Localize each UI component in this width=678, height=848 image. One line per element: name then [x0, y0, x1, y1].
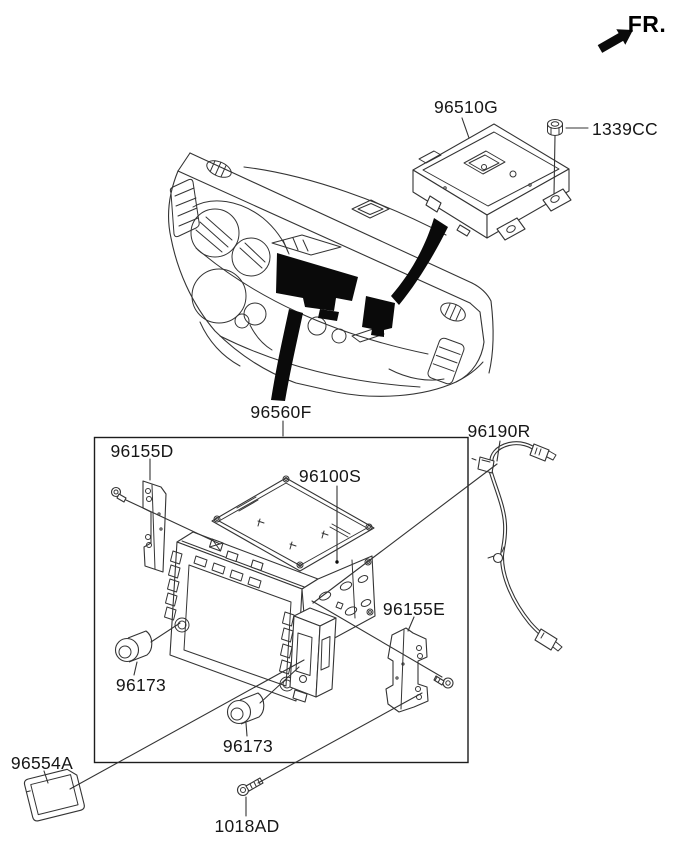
knob-left-drawing: [114, 630, 153, 663]
fr-direction-label: FR.: [627, 11, 667, 37]
knob-bottom-drawing: [226, 692, 265, 725]
nut-drawing: [546, 118, 564, 136]
screw-1018AD-drawing: [236, 777, 264, 797]
sd-card-drawing: [23, 768, 85, 822]
sub-module: [289, 607, 337, 703]
fr-direction-arrow-icon: [597, 29, 633, 53]
leader-lines: [43, 117, 589, 817]
part-label-96173-left: 96173: [115, 675, 167, 695]
part-label-96560F: 96560F: [250, 402, 312, 422]
parts-box-frame: [93, 436, 469, 764]
dashboard-sketch: [168, 152, 494, 397]
top-cover-drawing: [211, 475, 375, 572]
part-label-96155D: 96155D: [110, 441, 174, 461]
part-label-96190R: 96190R: [467, 421, 531, 441]
part-label-1339CC: 1339CC: [591, 119, 659, 139]
part-label-96510G: 96510G: [433, 97, 499, 117]
callout-arrows: [271, 218, 448, 401]
part-label-1018AD: 1018AD: [214, 816, 280, 836]
bracket-left-drawing: [142, 480, 167, 573]
screw-right-drawing: [433, 675, 454, 689]
antenna-cable-drawing: [471, 441, 563, 652]
part-label-96554A: 96554A: [10, 753, 74, 773]
bracket-right-drawing: [385, 627, 429, 713]
part-label-96155E: 96155E: [382, 599, 446, 619]
ecu-module-drawing: [412, 123, 572, 241]
part-label-96100S: 96100S: [298, 466, 362, 486]
head-unit-drawing: [164, 531, 376, 703]
part-label-96173-bottom: 96173: [222, 736, 274, 756]
screw-left-drawing: [110, 486, 127, 503]
